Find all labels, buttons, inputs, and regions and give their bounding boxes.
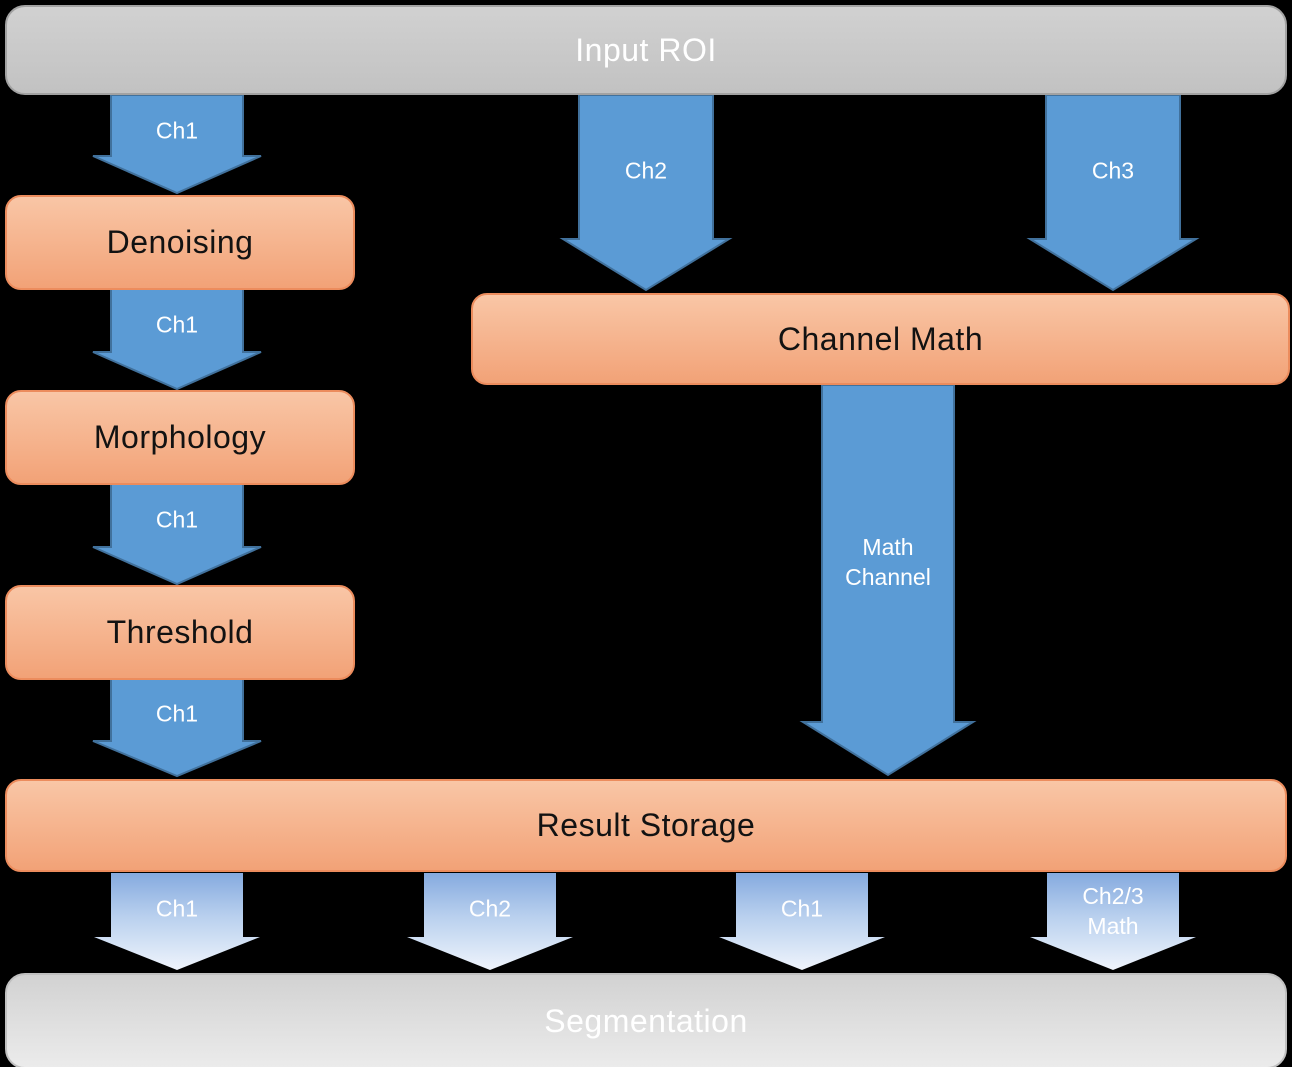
arrow-storage-to-segmentation-1-icon [94,873,260,970]
arrow-threshold-to-result-storage-icon [92,678,262,778]
node-result-storage: Result Storage [5,779,1287,872]
node-denoising: Denoising [5,195,355,290]
arrow-denoising-to-morphology-icon [92,288,262,391]
arrow-morphology-to-threshold-icon [92,483,262,586]
arrow-roi-to-channel-math-ch2-icon [559,94,733,292]
node-threshold: Threshold [5,585,355,680]
node-channel-math: Channel Math [471,293,1290,385]
arrow-label-morphology-to-threshold: Ch1 [155,506,199,533]
node-channel-math-label: Channel Math [777,320,984,357]
arrow-label-storage-to-segmentation-4: Ch2/3 Math [1082,881,1143,941]
node-threshold-label: Threshold [106,614,254,650]
node-result-storage-label: Result Storage [536,807,756,843]
arrow-label-channel-math-to-result-storage: Math Channel [845,532,931,592]
arrow-storage-to-segmentation-2-icon [407,873,573,970]
arrow-label-roi-to-channel-math-ch2: Ch2 [624,157,668,184]
arrow-label-threshold-to-result-storage: Ch1 [155,700,199,727]
node-input-roi-label: Input ROI [575,31,717,68]
node-segmentation-label: Segmentation [544,1002,748,1039]
arrow-label-ch23-line: Ch2/3 [1082,883,1144,909]
node-denoising-label: Denoising [106,224,254,260]
arrow-roi-to-channel-math-ch3-icon [1026,94,1200,292]
arrow-channel-math-to-result-storage-icon [799,384,977,777]
node-input-roi: Input ROI [5,5,1287,95]
arrow-label-math2-line: Math [1087,913,1139,939]
arrow-label-roi-to-denoising: Ch1 [155,117,199,144]
arrow-roi-to-denoising-icon [92,94,262,195]
arrow-label-denoising-to-morphology: Ch1 [155,311,199,338]
arrow-label-storage-to-segmentation-3: Ch1 [780,895,824,922]
arrow-label-channel-line: Channel [845,564,931,590]
arrow-label-storage-to-segmentation-2: Ch2 [468,895,512,922]
arrow-label-roi-to-channel-math-ch3: Ch3 [1091,157,1135,184]
arrow-storage-to-segmentation-3-icon [719,873,885,970]
node-segmentation: Segmentation [5,973,1287,1067]
node-morphology-label: Morphology [93,419,267,455]
node-morphology: Morphology [5,390,355,485]
arrow-label-storage-to-segmentation-1: Ch1 [155,895,199,922]
arrow-label-math-line: Math [862,534,914,560]
arrow-storage-to-segmentation-4-icon [1030,873,1196,970]
